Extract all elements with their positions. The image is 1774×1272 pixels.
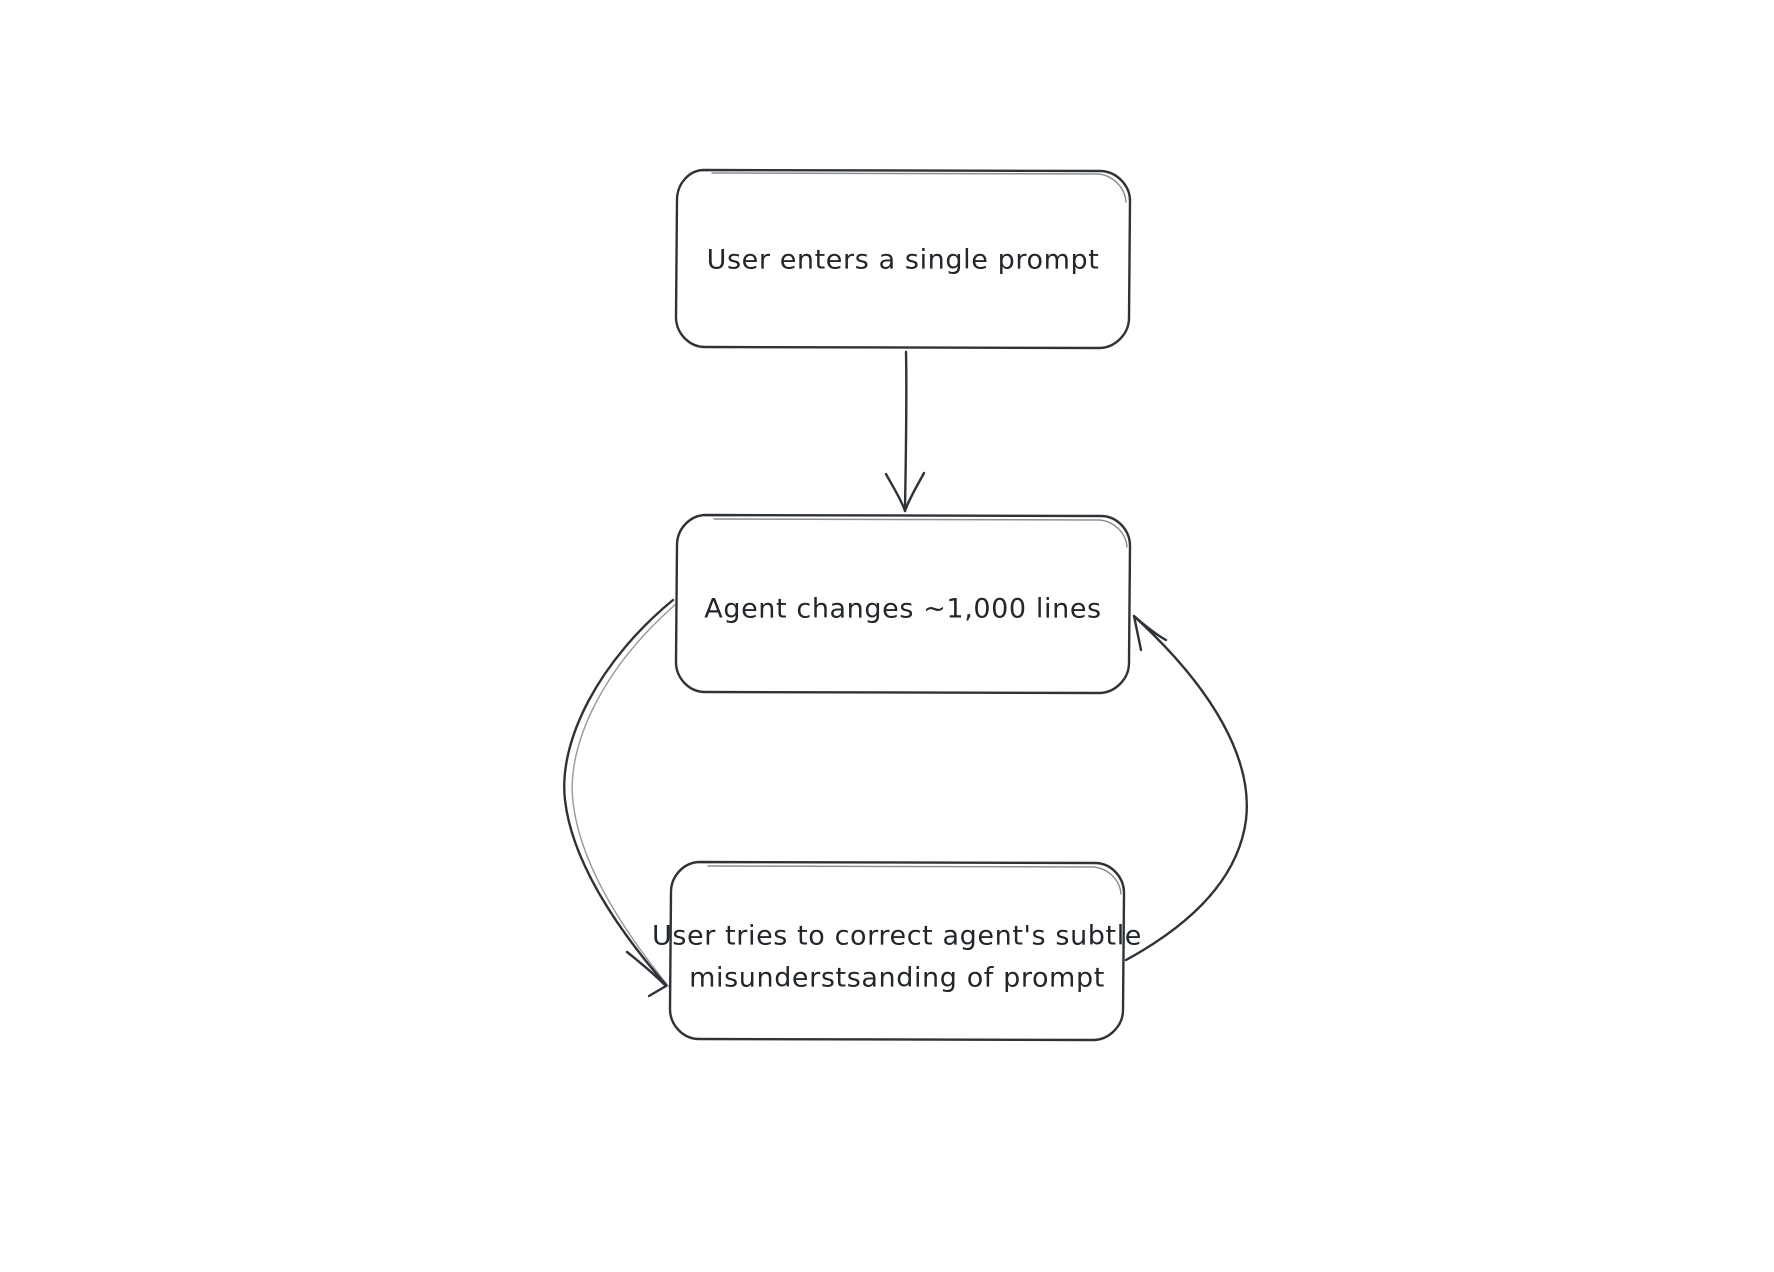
agent-changes-node[interactable]: Agent changes ~1,000 lines — [674, 513, 1132, 695]
edge-corrects-to-agent[interactable] — [1124, 614, 1248, 962]
edge-corrects-to-agent-arrowhead-bottom — [1132, 614, 1143, 652]
user-corrects-box-echo — [707, 865, 1122, 895]
user-corrects-label-line-1: User tries to correct agent's subtle — [652, 921, 1142, 952]
agent-changes-box-echo — [713, 518, 1128, 548]
edge-corrects-to-agent-arrowhead-right — [1132, 614, 1168, 642]
agent-changes-label: Agent changes ~1,000 lines — [704, 594, 1101, 625]
user-enters-prompt-label: User enters a single prompt — [707, 245, 1100, 276]
edge-agent-to-corrects-line-echo — [571, 603, 677, 989]
edge-prompt-to-agent-arrowhead-right — [903, 471, 926, 513]
edge-prompt-to-agent[interactable] — [884, 350, 926, 513]
edge-agent-to-corrects-arrowhead-bottom — [647, 984, 668, 998]
edge-prompt-to-agent-arrowhead-left — [884, 472, 907, 513]
user-corrects-box — [668, 860, 1126, 1042]
user-enters-prompt-box — [674, 168, 1132, 350]
user-corrects-label-line-2: misunderstsanding of prompt — [689, 963, 1105, 994]
edge-agent-to-corrects-arrowhead-top — [625, 950, 668, 988]
edge-corrects-to-agent-line — [1124, 616, 1248, 962]
edge-prompt-to-agent-line — [903, 350, 908, 510]
user-enters-prompt-box-echo — [711, 172, 1127, 203]
user-corrects-node[interactable]: User tries to correct agent's subtle mis… — [652, 860, 1142, 1042]
edge-agent-to-corrects-line — [563, 598, 675, 987]
agent-changes-box — [674, 513, 1132, 695]
user-enters-prompt-node[interactable]: User enters a single prompt — [674, 168, 1132, 350]
edge-agent-to-corrects[interactable] — [563, 598, 677, 998]
